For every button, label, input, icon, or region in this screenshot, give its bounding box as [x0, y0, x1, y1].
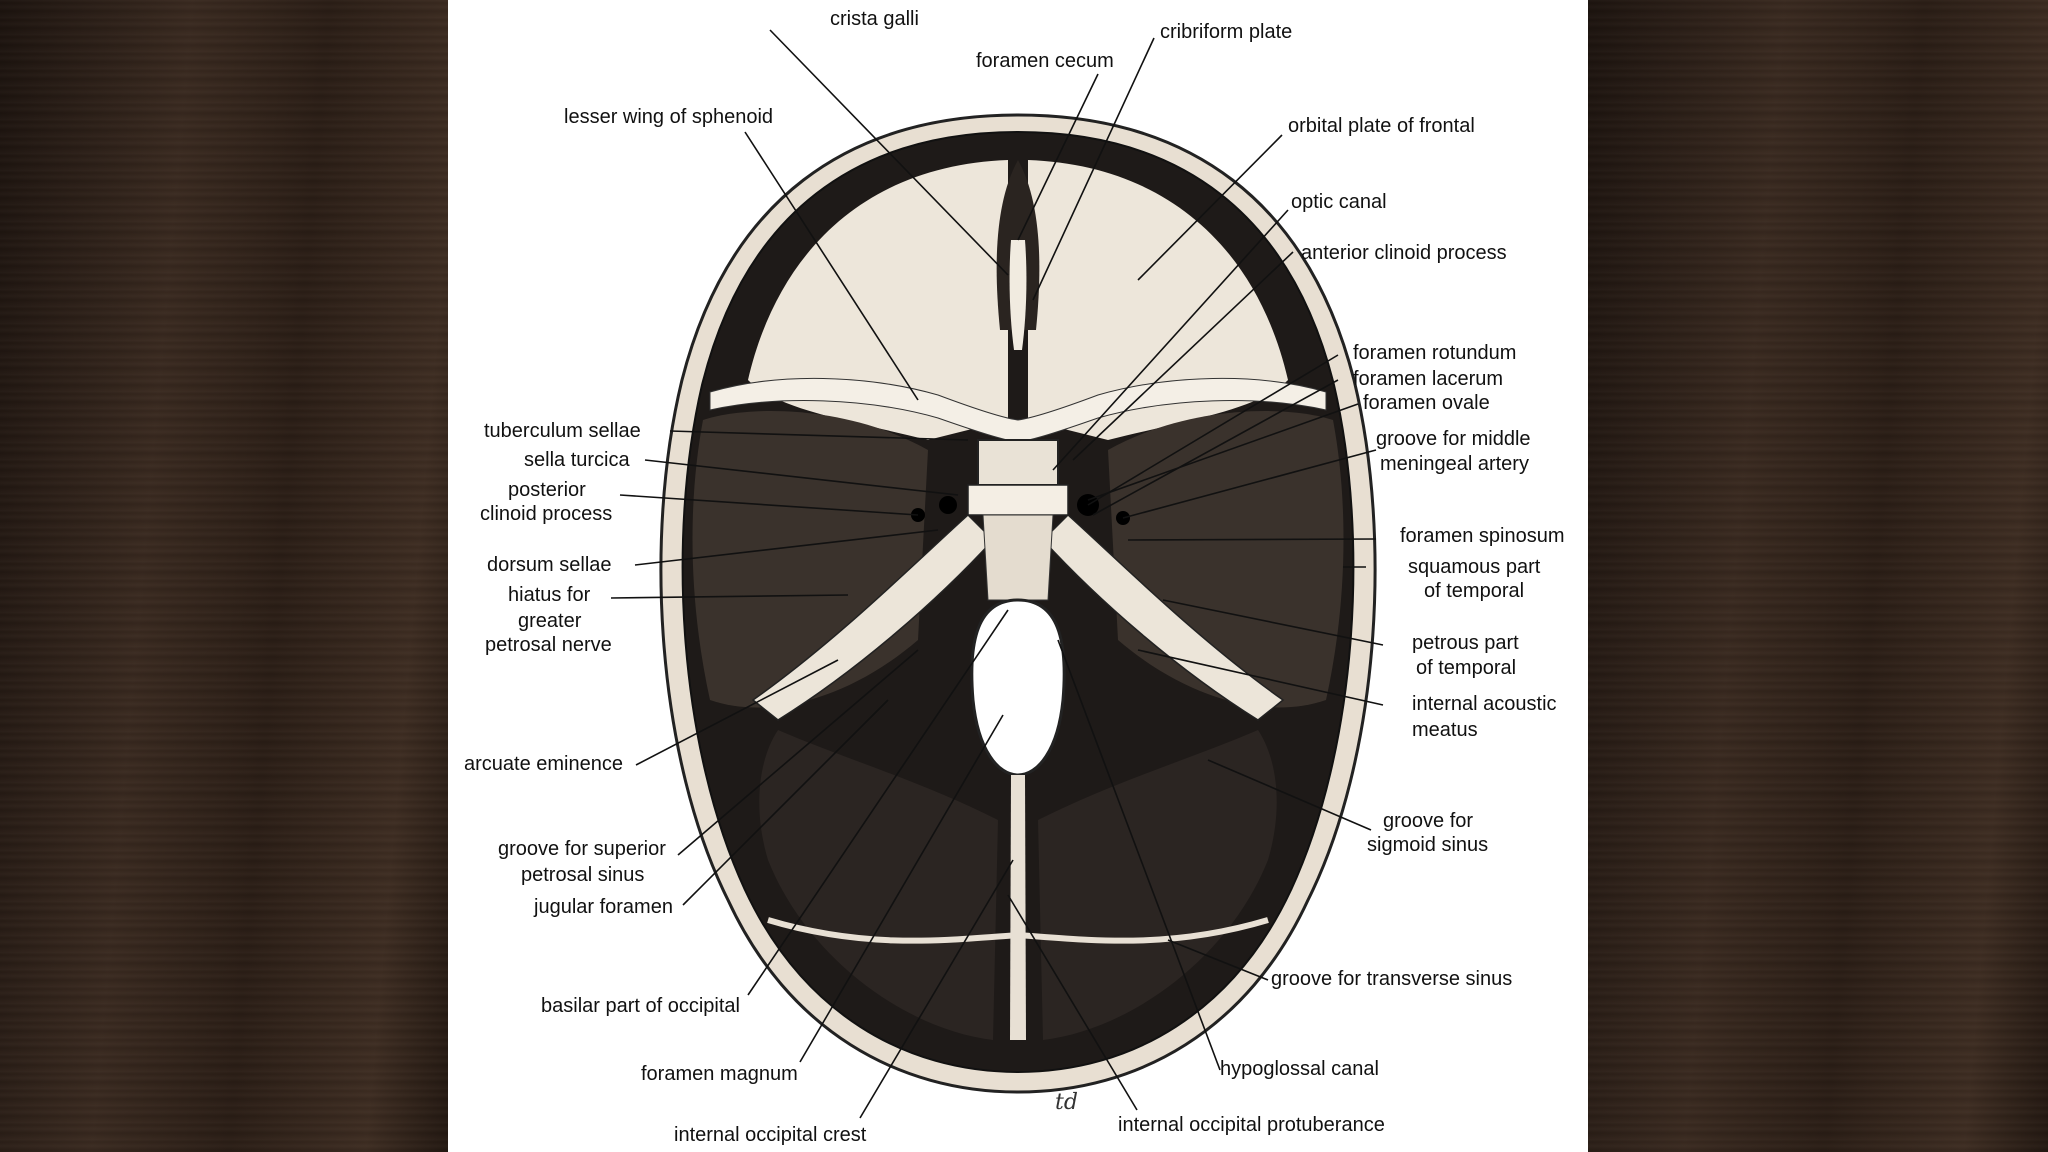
label-posterior-clinoid-1: posterior [508, 479, 586, 501]
petrous-ridge-left [751, 513, 995, 721]
artist-signature: td [1055, 1090, 1078, 1115]
label-hypoglossal-canal: hypoglossal canal [1220, 1058, 1379, 1080]
wood-background-left [0, 0, 448, 1152]
label-petrous-part-1: petrous part [1412, 632, 1519, 654]
label-cribriform-plate: cribriform plate [1160, 21, 1293, 43]
anterior-cranial-fossa [748, 160, 1008, 440]
label-crista-galli: crista galli [830, 8, 919, 30]
label-tuberculum-sellae: tuberculum sellae [484, 420, 641, 442]
clivus [982, 514, 1054, 601]
label-foramen-rotundum: foramen rotundum [1353, 342, 1517, 364]
lesser-wing-ridge [709, 377, 1327, 443]
label-petrous-part-2: of temporal [1416, 657, 1517, 679]
label-hiatus-3: petrosal nerve [485, 634, 612, 656]
label-groove-middle-meningeal-1: groove for middle [1376, 428, 1531, 450]
label-foramen-magnum: foramen magnum [641, 1063, 798, 1085]
label-internal-occipital-crest: internal occipital crest [674, 1124, 867, 1146]
label-orbital-plate-of-frontal: orbital plate of frontal [1288, 115, 1475, 137]
label-foramen-spinosum: foramen spinosum [1400, 525, 1565, 547]
label-groove-superior-petrosal-2: petrosal sinus [521, 864, 645, 886]
label-internal-acoustic-1: internal acoustic [1412, 693, 1557, 715]
label-internal-acoustic-2: meatus [1412, 719, 1478, 741]
label-groove-transverse-sinus: groove for transverse sinus [1271, 968, 1513, 990]
transverse-sinus-groove [767, 917, 1269, 944]
label-groove-superior-petrosal-1: groove for superior [498, 838, 666, 860]
label-squamous-part-1: squamous part [1408, 556, 1541, 578]
label-sella-turcica: sella turcica [524, 449, 630, 471]
label-squamous-part-2: of temporal [1424, 580, 1525, 602]
label-foramen-ovale: foramen ovale [1363, 392, 1490, 414]
label-foramen-cecum: foramen cecum [976, 50, 1114, 72]
internal-occipital-crest [1010, 775, 1026, 1040]
label-basilar-part-of-occipital: basilar part of occipital [541, 995, 740, 1017]
label-hiatus-1: hiatus for [508, 584, 591, 606]
label-hiatus-2: greater [518, 610, 582, 632]
posterior-cranial-fossa-left [759, 730, 998, 1040]
wood-background-right [1588, 0, 2048, 1152]
slide: crista galli cribriform plate foramen ce… [448, 0, 1588, 1152]
label-posterior-clinoid-2: clinoid process [480, 503, 613, 525]
label-dorsum-sellae: dorsum sellae [487, 554, 612, 576]
label-jugular-foramen: jugular foramen [534, 896, 673, 918]
skull-base-illustration [610, 29, 1384, 1119]
label-foramen-lacerum: foramen lacerum [1353, 368, 1504, 390]
sella-turcica [977, 439, 1059, 486]
label-groove-middle-meningeal-2: meningeal artery [1380, 453, 1529, 475]
label-anterior-clinoid-process: anterior clinoid process [1301, 242, 1507, 264]
foramen-magnum [970, 598, 1066, 777]
label-arcuate-eminence: arcuate eminence [464, 753, 623, 775]
label-lesser-wing-of-sphenoid: lesser wing of sphenoid [564, 106, 774, 128]
label-optic-canal: optic canal [1291, 191, 1387, 213]
leader-lines [610, 29, 1384, 1119]
posterior-cranial-fossa-right [1038, 730, 1277, 1040]
label-internal-occipital-protuberance: internal occipital protuberance [1118, 1114, 1385, 1136]
label-groove-sigmoid-1: groove for [1383, 810, 1474, 832]
label-groove-sigmoid-2: sigmoid sinus [1367, 834, 1489, 856]
